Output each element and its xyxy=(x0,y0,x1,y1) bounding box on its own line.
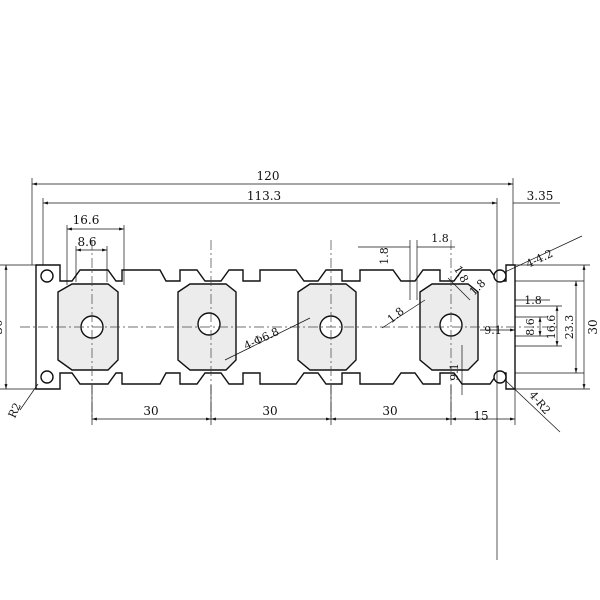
dim-pitch-2: 30 xyxy=(262,404,277,418)
corner-hole-br xyxy=(493,370,507,384)
dim-height-left: 30 xyxy=(0,319,5,334)
corner-hole-bl xyxy=(40,370,54,384)
dim-offset-right: 3.35 xyxy=(527,189,554,203)
dim-height-right: 30 xyxy=(586,319,600,334)
dim-slot-inner: 8.6 xyxy=(77,235,96,249)
dim-right-8-6: 8.6 xyxy=(524,318,537,336)
dim-corner-hole: 4-4.2 xyxy=(524,247,555,271)
dimension-lines xyxy=(0,178,590,560)
corner-hole-tr xyxy=(493,269,507,283)
dim-right-23-3: 23.3 xyxy=(563,315,576,340)
dim-right-16-6: 16.6 xyxy=(545,315,558,340)
center-hole-2 xyxy=(197,312,221,336)
dim-edge: 15 xyxy=(473,409,488,423)
dim-pitch-1: 30 xyxy=(143,404,158,418)
dim-web-c: 1.8 xyxy=(524,294,542,307)
dim-inner-width: 113.3 xyxy=(247,189,281,203)
dim-wall-a: 1.8 xyxy=(378,247,391,265)
dim-corner-radius-left: R2 xyxy=(6,401,24,420)
corner-hole-tl xyxy=(40,269,54,283)
dim-pitch-3: 30 xyxy=(382,404,397,418)
dim-overall-width: 120 xyxy=(257,169,280,183)
dim-wall-b: 1.8 xyxy=(431,232,449,245)
dim-corner-radius-right: 4-R2 xyxy=(526,389,553,417)
dim-bottom-9-1: 9.1 xyxy=(448,363,461,381)
dim-slot-outer: 16.6 xyxy=(73,213,100,227)
dim-right-9-1: 9.1 xyxy=(484,324,502,337)
